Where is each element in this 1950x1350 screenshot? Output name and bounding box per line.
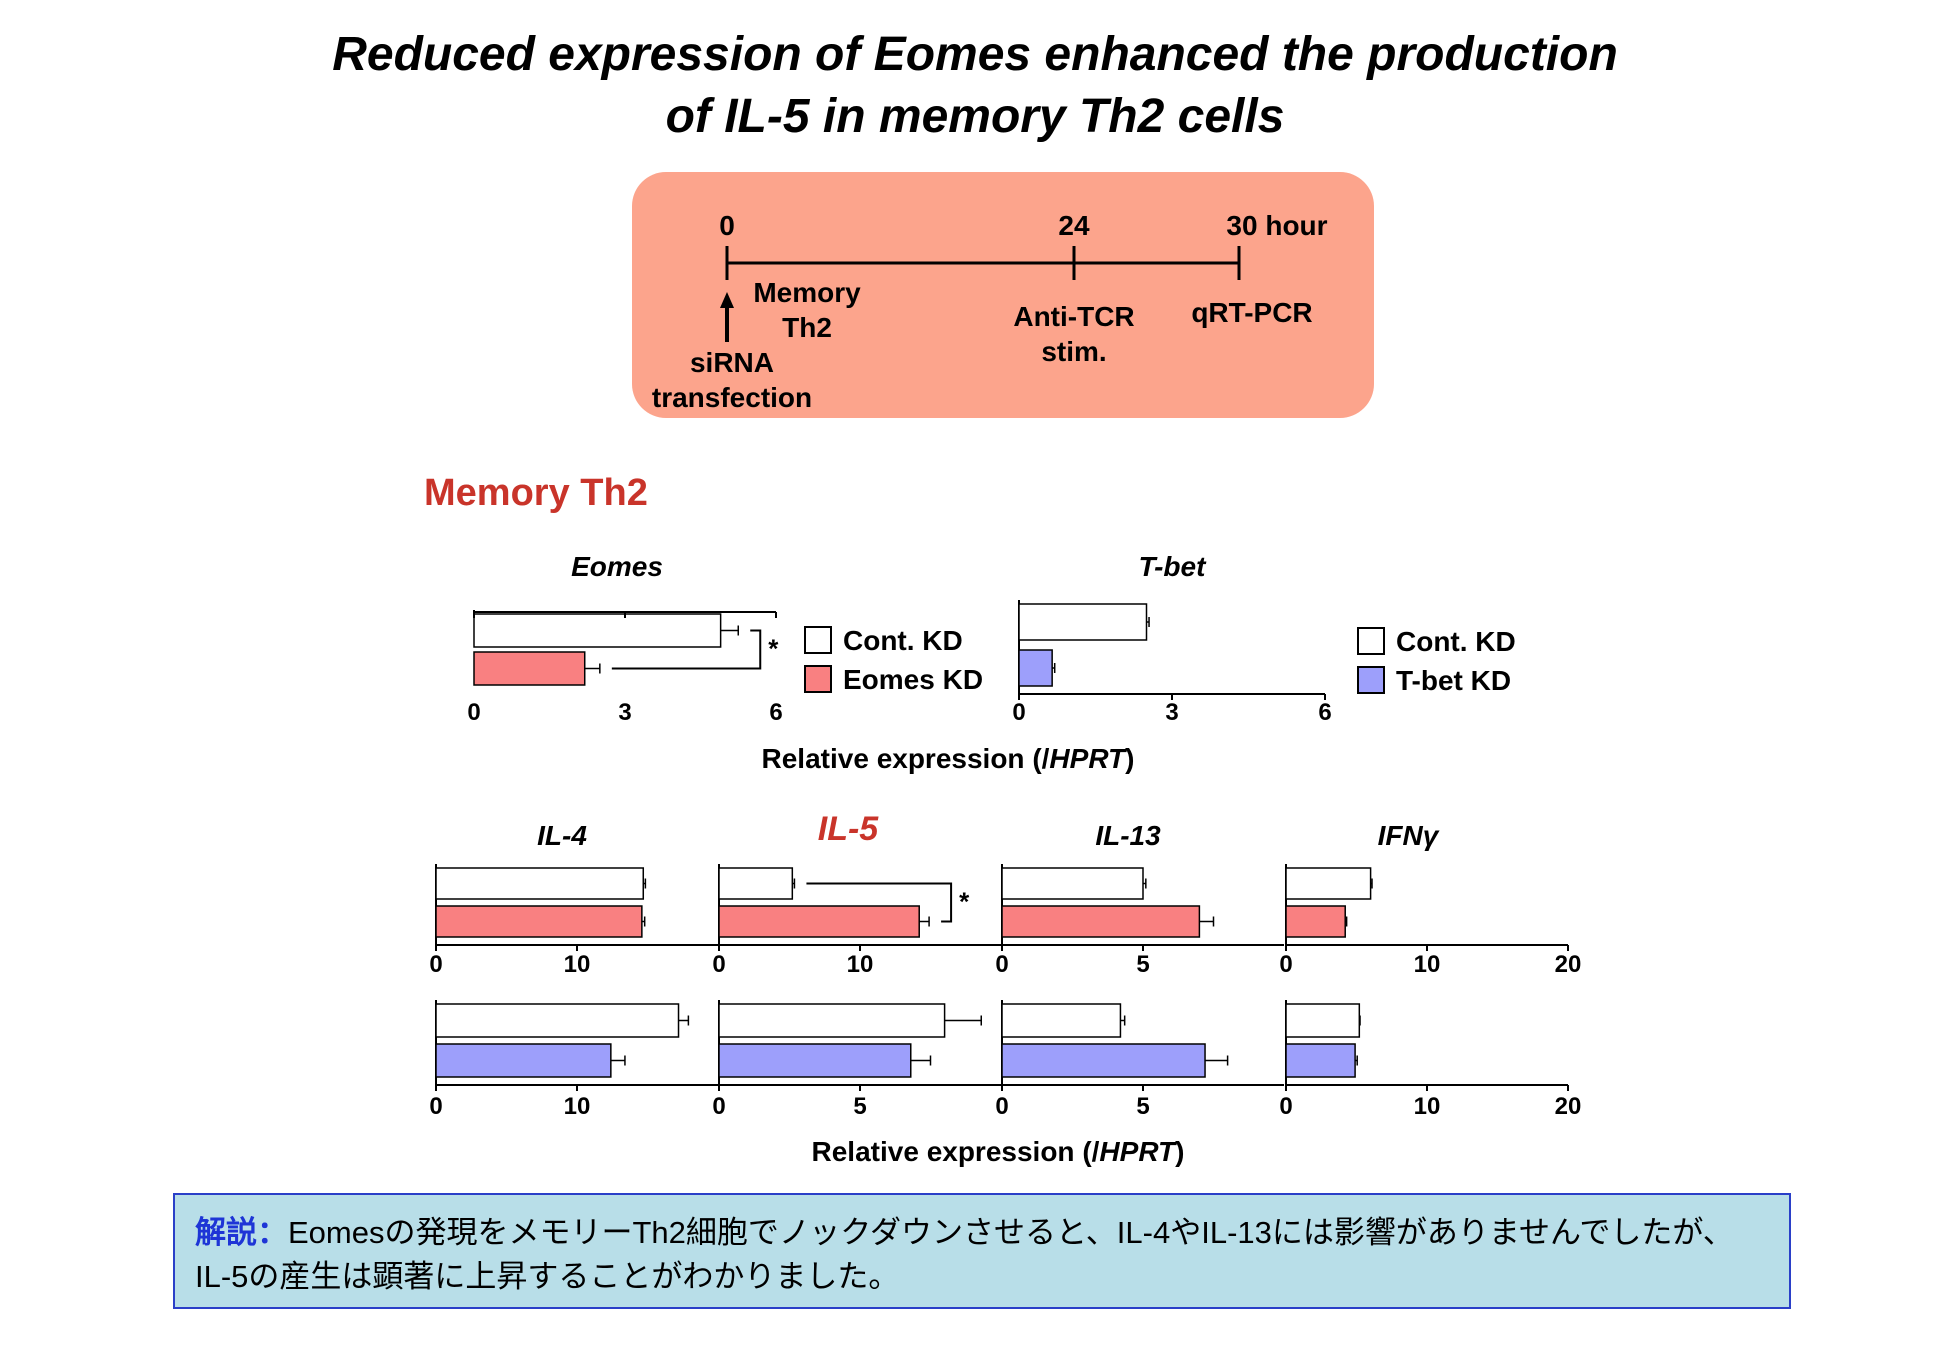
chart-ifng_eomes-tick-label-20: 20 (1555, 951, 1582, 978)
explanation-box: 解説：Eomesの発現をメモリーTh2細胞でノックダウンさせると、IL-4やIL… (173, 1193, 1791, 1309)
legend-tbet-control-swatch (1357, 627, 1385, 655)
chart-il4_eomes-bar-kd (435, 905, 643, 938)
arrow-up-icon (720, 292, 734, 308)
chart-ifng_tbet-tick-label-20: 20 (1555, 1093, 1582, 1120)
cells-label-line-1: Memory (753, 277, 861, 308)
chart-ifng_eomes-bar-kd (1285, 905, 1346, 938)
chart-il5_tbet-tick-label-5: 5 (853, 1093, 866, 1120)
event-0-line-2: transfection (651, 382, 813, 413)
chart-tbet-bar-control (1018, 603, 1148, 641)
chart-ifng_eomes-bar-control (1285, 867, 1372, 900)
chart-il5_eomes-bar-control (718, 867, 794, 900)
chart-il5_eomes-title: IL-5 (818, 810, 880, 848)
explanation-text-1: Eomesの発現をメモリーTh2細胞でノックダウンさせると、IL-4やIL-13… (288, 1215, 1734, 1250)
chart-il4_eomes-bar-control (435, 867, 645, 900)
chart-il5_tbet-bar-control (718, 1003, 946, 1038)
chart-tbet-tick-label-0: 0 (1012, 699, 1025, 726)
event-30-label: qRT-PCR (1191, 297, 1313, 328)
chart-il5_eomes-significance-star: * (959, 887, 970, 917)
explanation-label: 解説： (195, 1215, 288, 1250)
legend-eomes-kd-swatch (804, 665, 832, 693)
event-0-line-1: siRNA (689, 347, 774, 378)
chart-tbet-tick-label-3: 3 (1165, 699, 1178, 726)
legend-eomes-control-label: Cont. KD (843, 625, 963, 656)
chart-il13_tbet-bar-control (1001, 1003, 1122, 1038)
chart-il13_eomes-tick-label-0: 0 (995, 951, 1008, 978)
chart-ifng_tbet-tick-label-10: 10 (1414, 1093, 1441, 1120)
cells-label-line-2: Th2 (782, 312, 832, 343)
x-axis-label-bottom: Relative expression (/HPRT) (812, 1136, 1185, 1167)
legend-eomes-kd-label: Eomes KD (843, 664, 983, 695)
chart-il4_eomes-title: IL-4 (537, 820, 587, 851)
time-label-30: 30 hour (1226, 210, 1328, 241)
slide-title-line-2: of IL-5 in memory Th2 cells (665, 90, 1285, 143)
chart-eomes-significance-star: * (768, 634, 779, 664)
timeline-graphic (720, 246, 1241, 342)
chart-eomes-title: Eomes (571, 551, 663, 582)
event-24-line-1: Anti-TCR (1013, 301, 1135, 332)
legend-eomes-control-swatch (804, 626, 832, 654)
chart-il13_tbet-bar-kd (1001, 1043, 1206, 1078)
chart-tbet-tick-label-6: 6 (1318, 699, 1331, 726)
chart-eomes-bar-control (473, 613, 722, 648)
timeline-panel: 0 24 30 hour Memory Th2 siRNA transfecti… (632, 172, 1374, 418)
chart-ifng_tbet-bar-kd (1285, 1043, 1356, 1078)
chart-il5_eomes-tick-label-10: 10 (847, 951, 874, 978)
slide-title-line-1: Reduced expression of Eomes enhanced the… (332, 28, 1618, 81)
time-label-24: 24 (1058, 210, 1090, 241)
chart-il5_eomes-tick-label-0: 0 (712, 951, 725, 978)
chart-il4_tbet-tick-label-10: 10 (564, 1093, 591, 1120)
slide-title: Reduced expression of Eomes enhanced the… (0, 24, 1950, 148)
chart-eomes-tick-label-0: 0 (467, 699, 480, 726)
chart-il13_eomes-title: IL-13 (1095, 820, 1161, 851)
chart-il4_tbet-bar-kd (435, 1043, 612, 1078)
x-axis-label-top: Relative expression (/HPRT) (762, 743, 1135, 774)
chart-eomes-bar-kd (473, 651, 586, 686)
chart-layer: * 0 3 6 Eomes 0 3 6 T-bet 0 10 IL-4 * 0 10 IL-5 0 5 IL-13 0… (429, 551, 1581, 1120)
chart-il13_tbet-tick-label-5: 5 (1136, 1093, 1149, 1120)
chart-il13_eomes-bar-kd (1001, 905, 1201, 938)
event-24-line-2: stim. (1041, 336, 1107, 367)
time-label-0: 0 (719, 210, 735, 241)
chart-ifng_eomes-tick-label-0: 0 (1279, 951, 1292, 978)
chart-eomes-tick-label-3: 3 (618, 699, 631, 726)
legend-eomes: Cont. KD Eomes KD (804, 625, 983, 695)
section-title: Memory Th2 (424, 472, 648, 514)
legend-tbet-control-label: Cont. KD (1396, 626, 1516, 657)
chart-il13_eomes-tick-label-5: 5 (1136, 951, 1149, 978)
chart-il5_tbet-bar-kd (718, 1043, 912, 1078)
chart-il13_eomes-bar-control (1001, 867, 1144, 900)
chart-ifng_tbet-bar-control (1285, 1003, 1361, 1038)
explanation-line-1: 解説：Eomesの発現をメモリーTh2細胞でノックダウンさせると、IL-4やIL… (195, 1211, 1769, 1255)
chart-il5_tbet-tick-label-0: 0 (712, 1093, 725, 1120)
chart-il5_eomes-significance-bracket (806, 882, 953, 923)
chart-ifng_tbet-tick-label-0: 0 (1279, 1093, 1292, 1120)
legend-tbet-kd-label: T-bet KD (1396, 665, 1511, 696)
chart-eomes-significance-bracket (611, 629, 762, 670)
chart-ifng_eomes-title: IFNγ (1378, 820, 1440, 851)
chart-il13_tbet-tick-label-0: 0 (995, 1093, 1008, 1120)
chart-eomes-tick-label-6: 6 (769, 699, 782, 726)
explanation-line-2: IL-5の産生は顕著に上昇することがわかりました。 (195, 1259, 900, 1294)
chart-tbet-title: T-bet (1139, 551, 1208, 582)
chart-il5_eomes-bar-kd (718, 905, 920, 938)
chart-il4_eomes-tick-label-10: 10 (564, 951, 591, 978)
chart-ifng_eomes-tick-label-10: 10 (1414, 951, 1441, 978)
chart-il4_tbet-bar-control (435, 1003, 680, 1038)
legend-tbet: Cont. KD T-bet KD (1357, 626, 1516, 696)
chart-il4_tbet-tick-label-0: 0 (429, 1093, 442, 1120)
legend-tbet-kd-swatch (1357, 666, 1385, 694)
chart-tbet-bar-kd (1018, 649, 1053, 687)
chart-il4_eomes-tick-label-0: 0 (429, 951, 442, 978)
